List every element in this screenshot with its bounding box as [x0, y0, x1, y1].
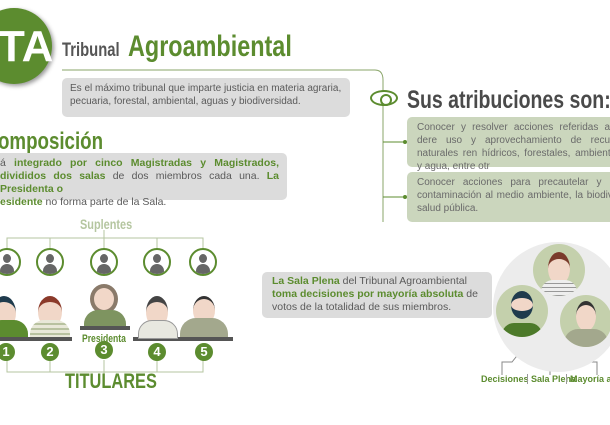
bold-text: toma decisiones por mayoría absoluta — [272, 288, 464, 300]
suplente-icon — [36, 248, 64, 276]
atribucion-item: Conocer y resolver acciones referidas a … — [407, 117, 610, 172]
label-sala-plena: Sala Plena — [527, 374, 576, 384]
bold-text: dos salas — [53, 170, 106, 182]
suplente-icon — [143, 248, 171, 276]
title-main: Agroambiental — [128, 30, 292, 63]
text: del Tribunal Agroambiental — [339, 275, 467, 287]
label-mayoria: Mayoría abs — [566, 374, 610, 384]
text: no forma parte de la Sala. — [42, 196, 167, 208]
text: á — [0, 157, 15, 169]
suplente-icon — [90, 248, 118, 276]
eye-icon — [370, 90, 398, 106]
titular-figure — [193, 296, 215, 325]
bold-text: La Sala Plena — [272, 275, 340, 287]
titular-number: 5 — [195, 343, 213, 361]
titular-number: 2 — [41, 343, 59, 361]
titular-number: 1 — [0, 343, 15, 361]
page-title: Tribunal Agroambiental — [62, 30, 338, 64]
presidenta-label: Presidenta — [82, 333, 126, 345]
titular-number: 4 — [148, 343, 166, 361]
suplente-icon — [189, 248, 217, 276]
member-avatar — [560, 295, 610, 347]
label-decisiones: Decisiones — [481, 374, 529, 384]
intro-text: Es el máximo tribunal que imparte justic… — [62, 78, 350, 117]
suplentes-label: Suplentes — [80, 216, 133, 232]
titulares-label: TITULARES — [65, 370, 157, 393]
bold-text: esidente — [0, 196, 43, 208]
bold-text: La Presidenta o — [0, 170, 279, 195]
atribucion-item: Conocer acciones para precautelar y prev… — [407, 172, 610, 222]
titular-number: 3 — [95, 341, 113, 359]
text: de votos de la totalidad de sus miembros… — [272, 288, 478, 313]
bold-text: integrado por cinco Magistradas y Magist… — [0, 157, 279, 182]
member-avatar — [533, 244, 585, 296]
atribuciones-title: Sus atribuciones son: — [407, 86, 610, 114]
composicion-title: omposición — [0, 128, 104, 155]
title-prefix: Tribunal — [62, 40, 120, 61]
text: de dos miembros cada una. — [105, 170, 267, 182]
composicion-text: á integrado por cinco Magistradas y Magi… — [0, 153, 287, 208]
suplente-icon — [0, 248, 21, 276]
logo-text: TA — [0, 22, 54, 71]
sala-plena-text: La Sala Plena del Tribunal Agroambiental… — [262, 272, 492, 318]
member-avatar — [496, 285, 548, 337]
